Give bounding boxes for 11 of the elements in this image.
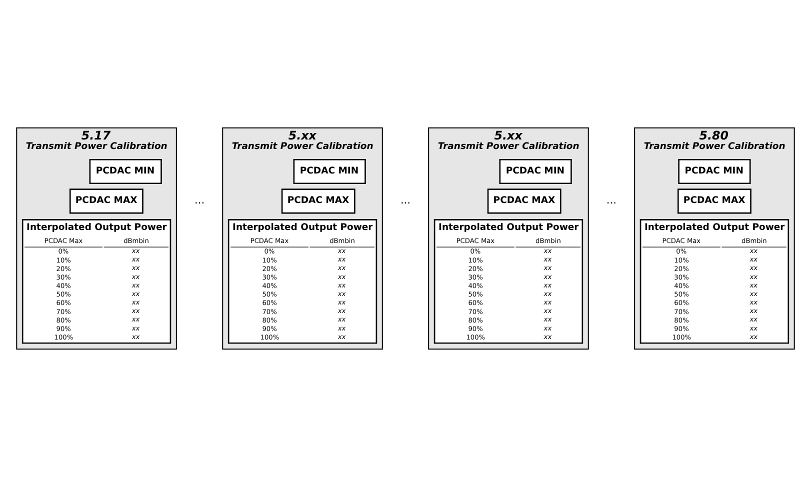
node-box: PCDAC MIN (499, 158, 572, 184)
node-box: PCDAC MIN (89, 158, 162, 184)
node-box: PCDAC MAX (678, 188, 752, 214)
label: ... (194, 194, 205, 207)
node-box: PCDAC MIN (678, 158, 751, 184)
node-box: PCDAC MAX (69, 188, 144, 214)
node-box: PCDAC MIN (293, 158, 366, 184)
label: ... (400, 194, 411, 207)
node-box: PCDAC MAX (281, 188, 356, 214)
label: ... (606, 194, 617, 207)
node-box: PCDAC MAX (487, 188, 562, 214)
